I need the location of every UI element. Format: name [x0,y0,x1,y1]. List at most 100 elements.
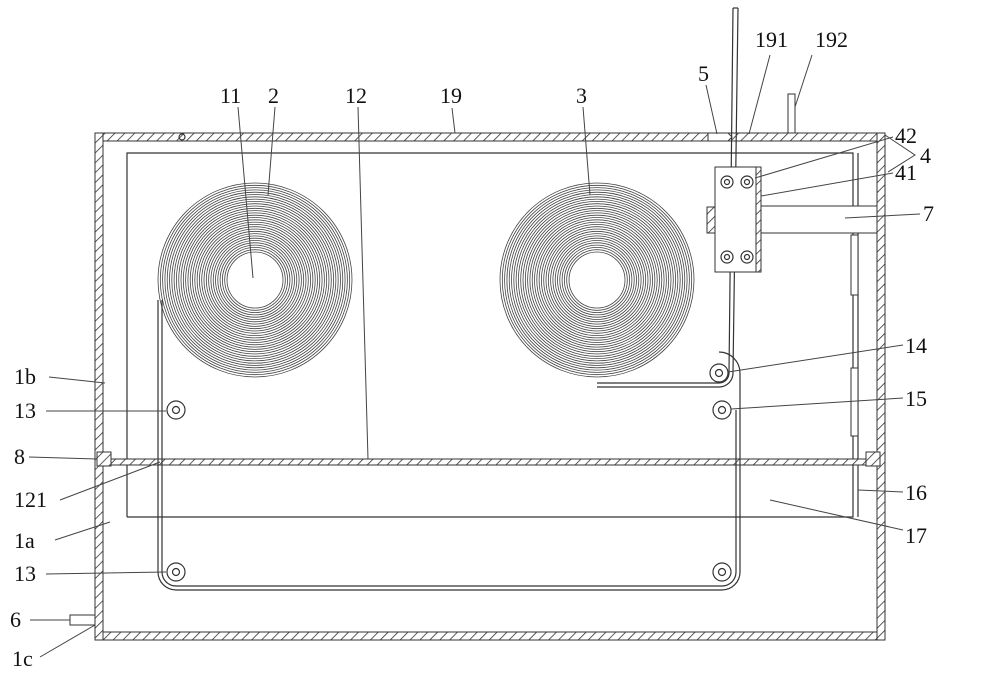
belt [157,7,741,591]
coil-turn [169,194,341,366]
coil-turn [180,205,330,355]
coil-turn [564,246,631,313]
coil-turn [189,214,321,346]
coil-turn [529,212,665,348]
coil-turn [215,240,295,320]
coil-turn [559,242,635,318]
coil-turn [185,210,325,350]
coil-turn [506,189,688,371]
coil-turn [198,223,311,336]
label-42: 42 [895,123,917,148]
rollers [166,363,732,582]
port-6 [69,614,96,626]
label-8: 8 [14,444,25,469]
coil-turn [536,219,658,341]
coil-turn [194,219,316,341]
coil-turn [520,203,674,357]
reference-labels: 11 2 12 19 3 5 191 192 42 4 41 7 1b 14 1… [10,27,934,671]
label-13-lower: 13 [14,561,36,586]
coil-turn [196,221,314,339]
coil-turn [159,184,351,376]
coil-turn [515,198,679,362]
coil-turn [208,233,302,327]
coil-turn [550,233,644,327]
coil-turn [178,203,332,357]
label-6: 6 [10,607,21,632]
spool-3 [499,182,695,378]
coil-turn [508,191,686,369]
roller-13-lower-left [166,562,186,582]
label-5: 5 [698,61,709,86]
clamp-wheels [720,175,754,264]
coil-turn [219,244,291,316]
coil-turn [518,200,677,359]
label-3: 3 [576,83,587,108]
coil-turn [568,251,626,309]
coil-turn [171,196,339,364]
label-121: 121 [14,487,47,512]
coil-turn [205,230,305,330]
label-19: 19 [440,83,462,108]
coil-turn [513,196,681,364]
coil-turn [224,249,286,311]
coil-turn [501,184,693,376]
coil-turn [534,217,660,343]
screw [178,133,186,141]
coil-turn [226,251,284,309]
spool-2 [157,182,353,378]
coil-turn [557,240,637,320]
coil-turn [499,182,695,378]
coil-turn [182,207,328,353]
label-1b: 1b [14,364,36,389]
coil-turn [543,226,651,334]
label-14: 14 [905,333,927,358]
label-191: 191 [755,27,788,52]
coil-turn [504,187,690,373]
label-1a: 1a [14,528,35,553]
label-16: 16 [905,480,927,505]
coil-turn [554,237,640,323]
coil-turn [201,226,309,334]
coil-turn [538,221,656,339]
coil-turn [527,210,667,350]
coil-turn [547,230,647,330]
leader-lines [28,54,921,658]
coil-turn [210,235,300,325]
coil-turn [203,228,307,332]
post-192 [787,93,796,134]
coil-turn [175,200,334,359]
label-7: 7 [923,201,934,226]
roller-13-upper [166,400,186,420]
coil-turn [166,191,344,369]
blade-5 [707,132,733,142]
label-15: 15 [905,386,927,411]
roller-13-lower-right [712,562,732,582]
seal-8-left [96,451,112,467]
housing [94,132,886,641]
bar-7 [760,205,878,234]
coil-turn [545,228,649,332]
clamp-4 [706,7,762,273]
coil-turn [561,244,633,316]
coil-turn [531,214,663,346]
coil-turn [162,187,348,373]
roller-15 [712,400,732,420]
roller-14 [709,363,729,383]
coil-turn [566,249,628,311]
label-4: 4 [920,143,931,168]
coil-turn [164,189,346,371]
coil-turn [522,205,672,355]
label-2: 2 [268,83,279,108]
label-12: 12 [345,83,367,108]
coil-turn [192,217,318,343]
coil-turn [552,235,642,325]
label-13-upper: 13 [14,398,36,423]
coil-turn [217,242,293,318]
coil-turn [173,198,337,362]
label-41: 41 [895,160,917,185]
divider-plate [96,451,881,467]
label-192: 192 [815,27,848,52]
coil-turn [524,207,670,353]
coil-turn [187,212,323,348]
